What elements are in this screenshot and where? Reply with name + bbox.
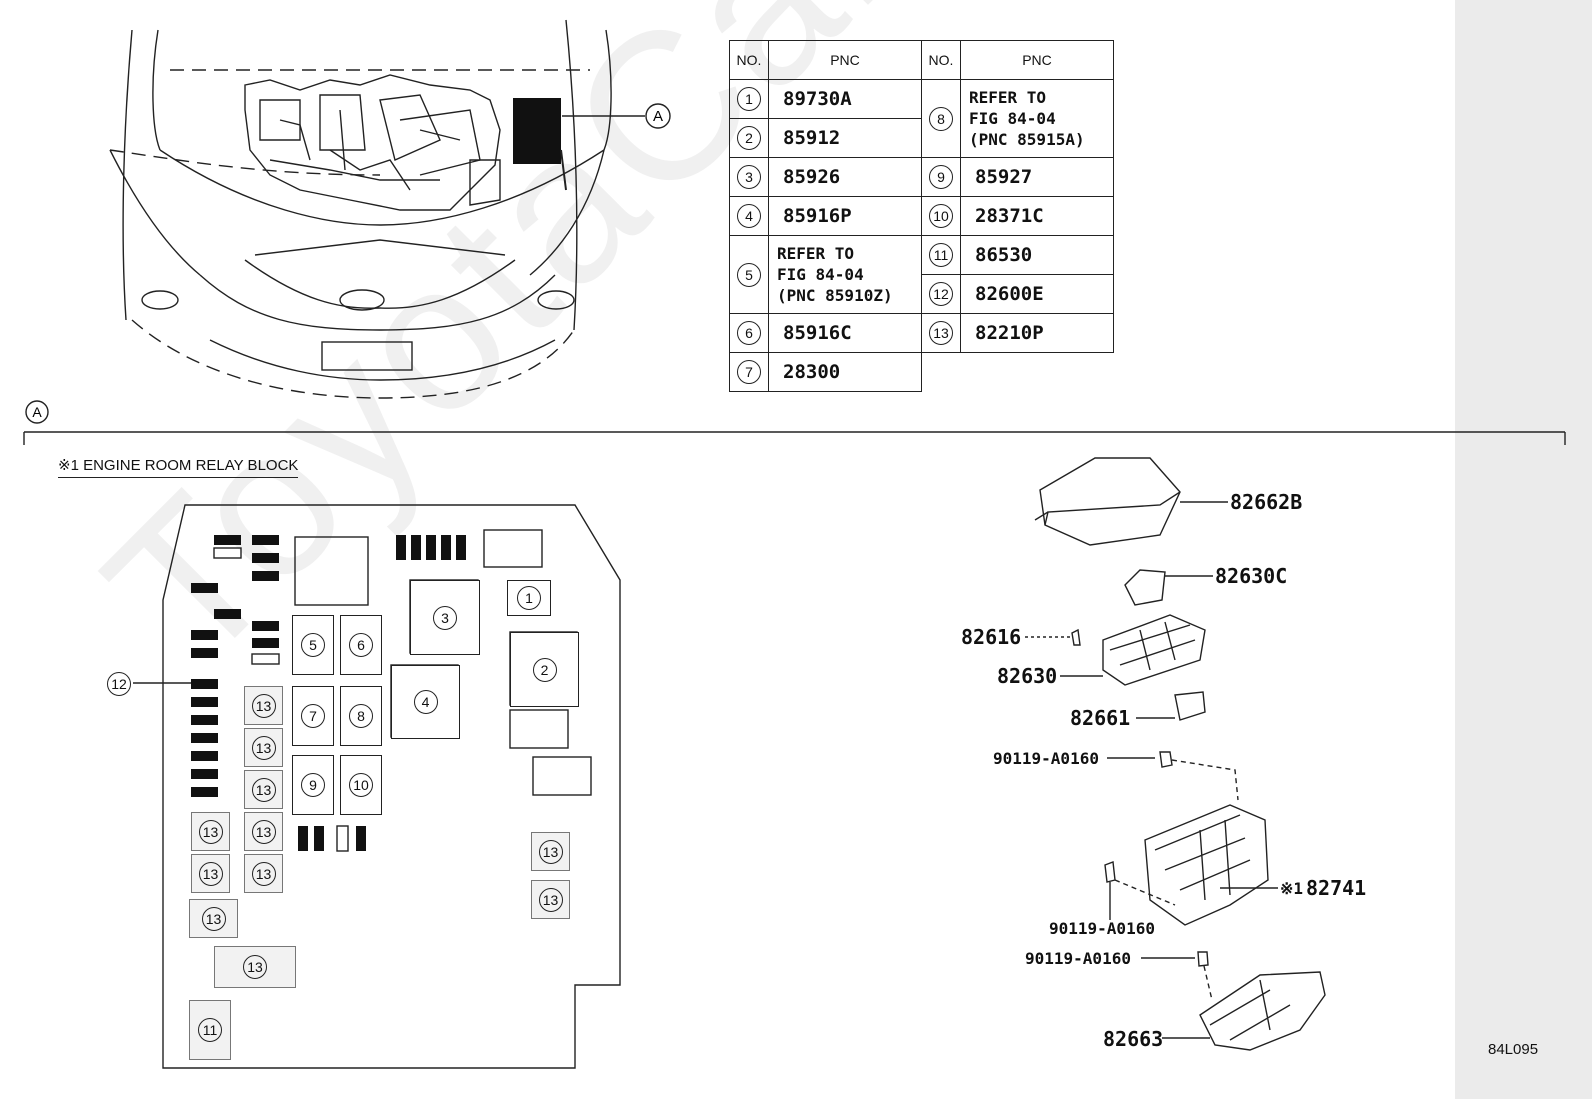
relay-slot-13: 13 (531, 880, 570, 919)
slot-number: 2 (532, 657, 557, 682)
relay-slot-13: 13 (189, 899, 238, 938)
row-number: 7 (737, 360, 761, 384)
row-number: 12 (929, 282, 953, 306)
relay-slot-11: 11 (189, 1000, 231, 1060)
section-a-marker: A (32, 404, 42, 420)
slot-number: 10 (349, 773, 373, 797)
pnc-cell: 86530 (960, 235, 1114, 275)
slot-number: 8 (349, 704, 373, 728)
row-number: 1 (737, 87, 761, 111)
part-82630c-label: 82630C (1215, 564, 1288, 588)
relay-slot-13: 13 (244, 686, 283, 725)
callout-a-label: A (653, 108, 663, 125)
pnc-cell: REFER TO FIG 84-04 (PNC 85915A) (960, 79, 1114, 158)
row-number: 10 (929, 204, 953, 228)
pnc-table: NO. PNC NO. PNC 1 89730A 8 REFER TO FIG … (729, 40, 1114, 392)
slot-number: 13 (251, 735, 276, 760)
slot-number: 1 (517, 586, 541, 610)
slot-number: 3 (433, 605, 457, 630)
slot-number: 13 (198, 819, 223, 844)
slot-number: 13 (538, 839, 563, 864)
part-82662b-label: 82662B (1230, 490, 1303, 514)
slot-number: 13 (198, 861, 223, 886)
part-82616-label: 82616 (961, 625, 1022, 649)
relay-slot-13: 13 (244, 728, 283, 767)
right-margin-strip (1455, 0, 1592, 1099)
header-pnc: PNC (768, 40, 922, 80)
pnc-cell: 85912 (768, 118, 922, 158)
pnc-cell: REFER TO FIG 84-04 (PNC 85910Z) (768, 235, 922, 314)
slot-number: 13 (251, 693, 276, 718)
slot-number: 13 (243, 955, 267, 979)
relay-slot-9: 9 (292, 755, 334, 815)
row-number: 6 (737, 321, 761, 345)
relay-slot-4: 4 (391, 665, 460, 739)
part-82741-mark: ※1 (1280, 879, 1304, 898)
relay-slot-13: 13 (191, 854, 230, 893)
relay-slot-3: 3 (410, 580, 480, 655)
figure-id: 84L095 (1488, 1041, 1539, 1058)
pnc-cell: 82600E (960, 274, 1114, 314)
row-number: 11 (929, 243, 953, 267)
relay-slot-10: 10 (340, 755, 382, 815)
pnc-cell: 85916P (768, 196, 922, 236)
bolt-label: 90119-A0160 (1025, 949, 1131, 968)
relay-slot-8: 8 (340, 686, 382, 746)
slot-number: 13 (251, 819, 276, 844)
pnc-cell: 28371C (960, 196, 1114, 236)
part-82663-label: 82663 (1103, 1027, 1164, 1051)
slot-number: 5 (301, 633, 325, 657)
bolt-label: 90119-A0160 (1049, 919, 1155, 938)
relay-slot-13: 13 (244, 770, 283, 809)
slot-number: 13 (538, 887, 563, 912)
row-number: 4 (737, 204, 761, 228)
relay-slot-1: 1 (507, 580, 551, 616)
relay-slot-2: 2 (510, 632, 579, 707)
row-number: 3 (737, 165, 761, 189)
relay-block-title: ※1 ENGINE ROOM RELAY BLOCK (58, 456, 299, 478)
relay-slot-13: 13 (191, 812, 230, 851)
relay-slot-7: 7 (292, 686, 334, 746)
relay-slot-5: 5 (292, 615, 334, 675)
pnc-cell: 89730A (768, 79, 922, 119)
bolt-label: 90119-A0160 (993, 749, 1099, 768)
header-no: NO. (729, 40, 769, 80)
slot-number: 9 (301, 773, 325, 797)
slot-number: 13 (251, 777, 276, 802)
pnc-cell: 28300 (768, 352, 922, 392)
row-number: 8 (929, 106, 953, 131)
slot-number: 13 (201, 906, 226, 931)
row-number: 13 (929, 321, 953, 345)
relay-slot-13: 13 (244, 854, 283, 893)
slot-number: 13 (251, 861, 276, 886)
relay-slot-13: 13 (214, 946, 296, 988)
part-82741-label: 82741 (1306, 876, 1367, 900)
slot-number: 12 (107, 672, 131, 696)
slot-number: 11 (198, 1018, 222, 1042)
slot-number: 6 (349, 633, 373, 657)
pnc-cell: 85916C (768, 313, 922, 353)
row-number: 9 (929, 165, 953, 189)
slot-number: 4 (413, 690, 438, 714)
row-number: 2 (737, 126, 761, 150)
part-82661-label: 82661 (1070, 706, 1131, 730)
row-number: 5 (737, 262, 761, 287)
relay-slot-12-callout: 12 (107, 672, 131, 696)
pnc-cell: 82210P (960, 313, 1114, 353)
relay-slot-13: 13 (244, 812, 283, 851)
header-pnc: PNC (960, 40, 1114, 80)
relay-slot-13: 13 (531, 832, 570, 871)
part-82630-label: 82630 (997, 664, 1058, 688)
relay-slot-6: 6 (340, 615, 382, 675)
slot-number: 7 (301, 704, 325, 728)
